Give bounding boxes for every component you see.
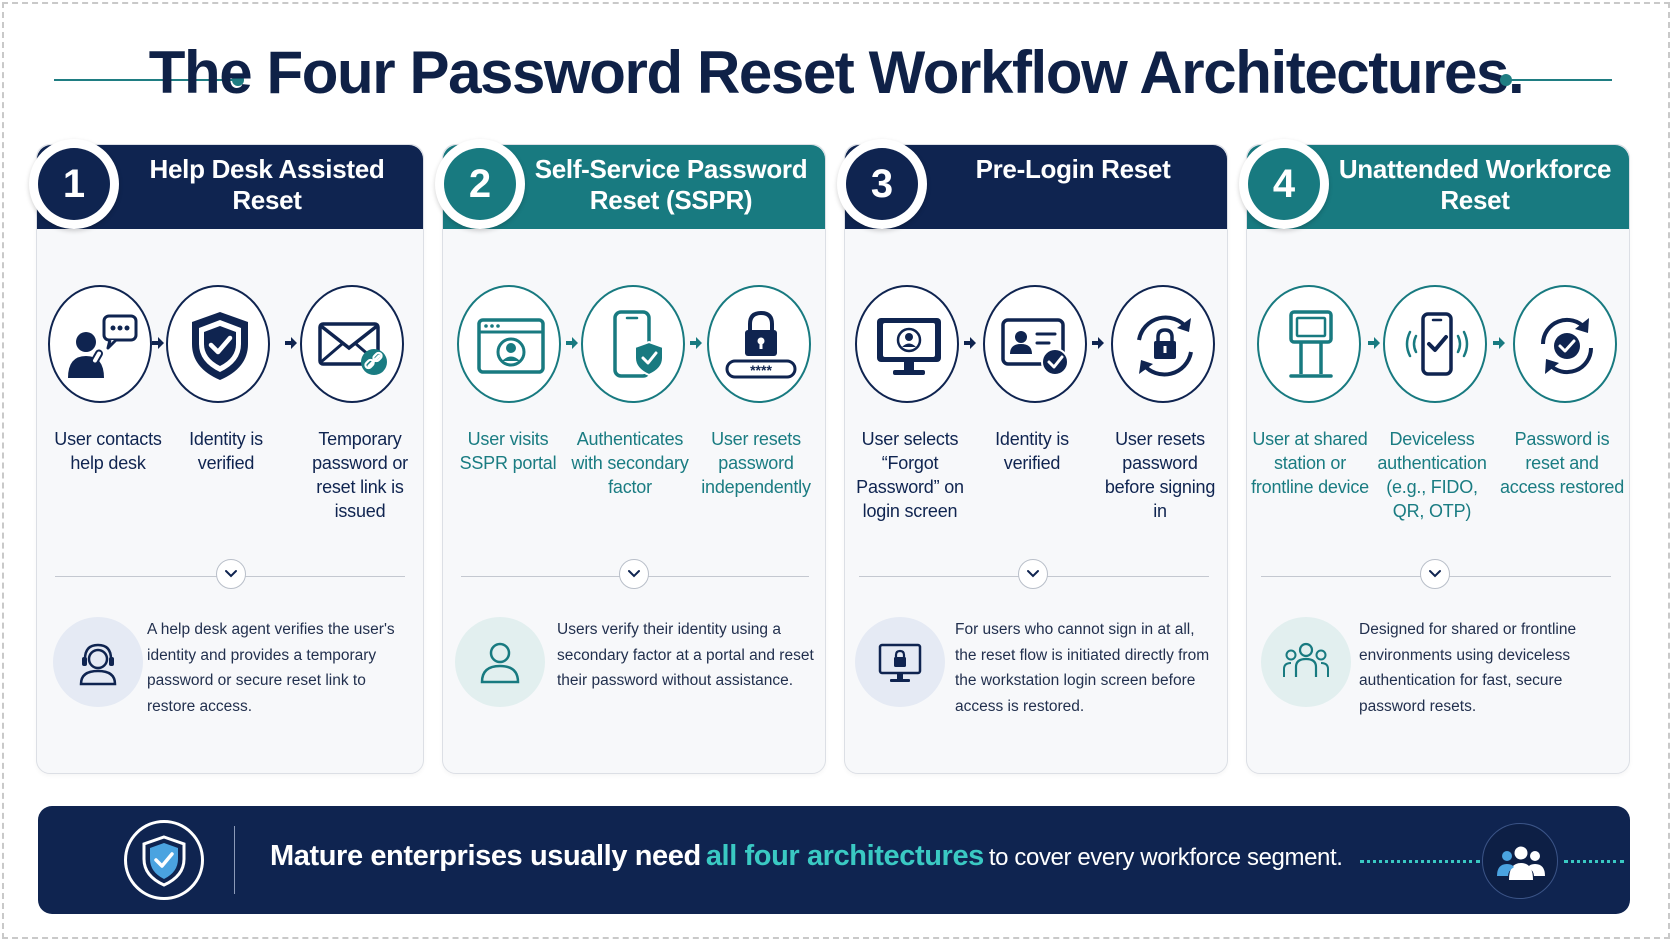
headset-agent-icon [79, 643, 117, 686]
desc-icon-bg [855, 617, 945, 707]
arrow-right-icon [1493, 337, 1505, 349]
monitor-user-icon [877, 318, 941, 375]
monitor-lock-icon [878, 643, 922, 682]
banner-shield-badge [124, 820, 204, 900]
card-number-badge: 1 [29, 139, 119, 229]
id-card-check-icon [1001, 318, 1069, 376]
arrow-right-icon [152, 337, 164, 349]
card-number-badge: 2 [435, 139, 525, 229]
step-circle [166, 285, 270, 403]
desc-icon-bg [455, 617, 545, 707]
envelope-link-icon [318, 322, 387, 375]
card-help-desk: Help Desk Assisted Reset 1 User contacts… [29, 139, 424, 774]
title-row: The Four Password Reset Workflow Archite… [0, 34, 1672, 114]
arrow-right-icon [1368, 337, 1380, 349]
lock-refresh-icon [1137, 315, 1193, 377]
padlock-password-icon: **** [725, 310, 797, 379]
kiosk-icon [1289, 310, 1333, 378]
step-label: User contacts help desk [54, 429, 162, 473]
chevron-down-icon [619, 559, 649, 589]
card-number-badge: 3 [837, 139, 927, 229]
banner-text-highlight: all four architectures [705, 840, 984, 872]
phone-signal-check-icon [1405, 312, 1469, 376]
step-circle: **** [707, 285, 811, 403]
banner-text-end: to cover every workforce segment. [988, 844, 1343, 871]
arrow-right-icon [690, 337, 702, 349]
card-sspr: Self-Service Password Reset (SSPR) 2 Use… [435, 139, 826, 774]
shield-check-icon [192, 312, 248, 380]
card-number: 3 [846, 148, 918, 220]
step-label: Identity is verified [995, 429, 1069, 473]
title-line-left [54, 79, 238, 81]
step-circle [581, 285, 685, 403]
card-unattended: Unattended Workforce Reset 4 User at sha… [1239, 139, 1630, 774]
svg-text:****: **** [750, 362, 772, 378]
step-label: User selects “Forgot Password” on login … [856, 429, 964, 521]
banner-dots-right [1564, 860, 1624, 863]
banner-people-badge [1482, 823, 1558, 899]
step-circle [300, 285, 404, 403]
step-label: User at shared station or frontline devi… [1251, 429, 1369, 497]
banner-separator [234, 826, 235, 894]
desc-icon-bg [1261, 617, 1351, 707]
step-circle [983, 285, 1087, 403]
card-title: Pre-Login Reset [975, 154, 1171, 184]
refresh-check-icon [1540, 317, 1594, 375]
title-line-right [1508, 79, 1612, 81]
step-label: Identity is verified [189, 429, 263, 473]
card-number: 2 [444, 148, 516, 220]
shield-check-icon [142, 835, 186, 887]
card-title: Unattended Workforce Reset [1338, 154, 1612, 215]
arrow-right-icon [964, 337, 976, 349]
step-circle [1257, 285, 1361, 403]
step-circle [1513, 285, 1617, 403]
step-label: Authenticates with secondary factor [571, 429, 689, 497]
desc-icon-bg [53, 617, 143, 707]
banner-dots-left [1360, 860, 1480, 863]
title-dot-left [232, 74, 244, 86]
card-title: Self-Service Password Reset (SSPR) [534, 154, 808, 215]
card-description: Users verify their identity using a seco… [557, 621, 814, 689]
card-number: 4 [1248, 148, 1320, 220]
title-dot-right [1500, 74, 1512, 86]
step-circle [457, 285, 561, 403]
card-number: 1 [38, 148, 110, 220]
card-description: For users who cannot sign in at all, the… [955, 621, 1210, 715]
banner-text-start: Mature enterprises usually need [270, 840, 701, 872]
step-circle [1111, 285, 1215, 403]
card-number-badge: 4 [1239, 139, 1329, 229]
page-title: The Four Password Reset Workflow Archite… [148, 39, 1525, 106]
chevron-down-icon [216, 559, 246, 589]
user-chat-icon [68, 314, 138, 378]
chevron-down-icon [1420, 559, 1450, 589]
step-label: Password is reset and access restored [1499, 429, 1625, 497]
chevron-down-icon [1018, 559, 1048, 589]
step-label: User visits SSPR portal [459, 429, 557, 473]
card-description: A help desk agent verifies the user's id… [147, 621, 395, 715]
card-title: Help Desk Assisted Reset [149, 154, 385, 215]
step-label: User resets password before signing in [1104, 429, 1216, 521]
arrow-right-icon [1092, 337, 1104, 349]
group-users-icon [1283, 642, 1329, 677]
arrow-right-icon [285, 337, 297, 349]
browser-user-icon [477, 318, 545, 374]
phone-shield-icon [613, 310, 664, 378]
card-description: Designed for shared or frontline environ… [1359, 621, 1577, 715]
step-label: User resets password independently [701, 429, 811, 497]
step-circle [855, 285, 959, 403]
step-circle [48, 285, 152, 403]
user-outline-icon [480, 642, 520, 684]
group-users-icon [1497, 846, 1545, 880]
step-label: Temporary password or reset link is issu… [312, 429, 408, 521]
card-pre-login: Pre-Login Reset 3 User selects “Forgot P… [837, 139, 1228, 774]
step-label: Deviceless authentication (e.g., FIDO, Q… [1377, 429, 1487, 521]
step-circle [1383, 285, 1487, 403]
arrow-right-icon [566, 337, 578, 349]
